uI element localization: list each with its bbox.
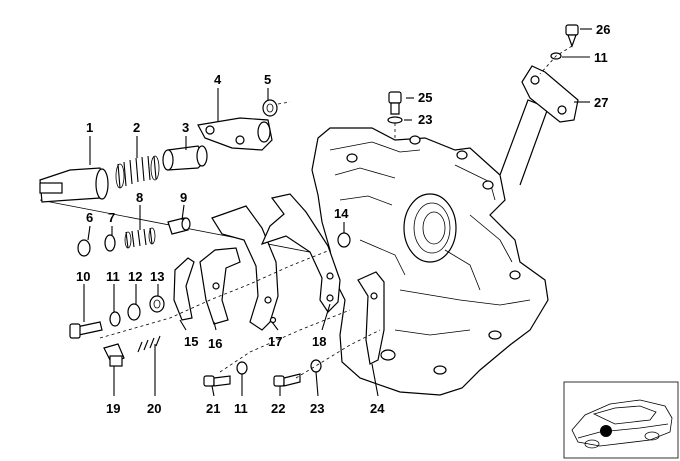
part-11-washer-bottom bbox=[236, 361, 248, 375]
part-13-bushing bbox=[149, 295, 165, 313]
label-23a: 23 bbox=[310, 401, 324, 416]
assembly-leader-1 bbox=[99, 249, 331, 339]
label-15: 15 bbox=[184, 334, 198, 349]
part-6-ring bbox=[77, 239, 91, 257]
part-19-plug-screw bbox=[103, 343, 125, 367]
label-2: 2 bbox=[133, 120, 140, 135]
assembly-leader-3 bbox=[295, 329, 381, 379]
part-21-bolt bbox=[203, 375, 231, 387]
label-4: 4 bbox=[214, 72, 222, 87]
part-17-shift-fork bbox=[211, 205, 279, 331]
vehicle-thumbnail bbox=[563, 381, 679, 459]
part-27-bracket bbox=[521, 65, 579, 123]
label-17: 17 bbox=[268, 334, 282, 349]
label-6: 6 bbox=[86, 210, 93, 225]
label-21: 21 bbox=[206, 401, 220, 416]
part-14-plug bbox=[337, 232, 351, 248]
part-26-bolt bbox=[565, 24, 579, 48]
gearbox-housing bbox=[311, 99, 549, 396]
label-27: 27 bbox=[594, 95, 608, 110]
part-24-fork bbox=[357, 271, 385, 365]
leader-26 bbox=[539, 45, 573, 75]
label-3: 3 bbox=[182, 120, 189, 135]
part-16-shift-fork bbox=[199, 247, 241, 325]
part-2-spring bbox=[115, 155, 160, 189]
leader-5 bbox=[277, 101, 291, 105]
part-10-bolt bbox=[69, 321, 103, 339]
label-5: 5 bbox=[264, 72, 271, 87]
label-9: 9 bbox=[180, 190, 187, 205]
label-13: 13 bbox=[150, 269, 164, 284]
label-7: 7 bbox=[108, 210, 115, 225]
part-22-bolt bbox=[273, 373, 301, 387]
label-23b: 23 bbox=[418, 112, 432, 127]
label-1: 1 bbox=[86, 120, 93, 135]
label-11b: 11 bbox=[234, 401, 248, 416]
label-12: 12 bbox=[128, 269, 142, 284]
label-10: 10 bbox=[76, 269, 90, 284]
label-11a: 11 bbox=[106, 269, 120, 284]
part-23-washer-top bbox=[387, 116, 403, 124]
part-11-washer-left bbox=[109, 311, 121, 327]
label-8: 8 bbox=[136, 190, 143, 205]
part-5-bushing bbox=[262, 99, 278, 117]
label-leader-lines bbox=[83, 28, 592, 397]
label-11c: 11 bbox=[594, 50, 608, 65]
part-1-shift-shaft bbox=[39, 167, 109, 203]
label-25: 25 bbox=[418, 90, 432, 105]
part-23-washer-bottom bbox=[310, 359, 322, 373]
part-25-bolt bbox=[388, 91, 402, 115]
label-26: 26 bbox=[596, 22, 610, 37]
label-18: 18 bbox=[312, 334, 326, 349]
part-7-ring bbox=[104, 234, 116, 252]
label-14: 14 bbox=[334, 206, 349, 221]
part-18-shift-fork bbox=[260, 193, 341, 313]
location-marker-dot bbox=[600, 425, 612, 437]
part-20-spring bbox=[137, 335, 161, 353]
label-22: 22 bbox=[271, 401, 285, 416]
label-16: 16 bbox=[208, 336, 222, 351]
part-labels: 1 2 3 4 5 6 7 8 9 10 11 12 13 14 15 16 1… bbox=[76, 22, 610, 416]
part-15-shift-fork bbox=[173, 257, 195, 321]
label-20: 20 bbox=[147, 401, 161, 416]
assembly-leader-2 bbox=[219, 309, 351, 373]
label-19: 19 bbox=[106, 401, 120, 416]
part-3-sleeve bbox=[162, 145, 208, 171]
part-12-ring bbox=[127, 303, 141, 321]
part-8-spring bbox=[124, 227, 156, 249]
part-4-lever bbox=[197, 117, 273, 151]
label-24: 24 bbox=[370, 401, 385, 416]
part-9-pin bbox=[167, 217, 191, 235]
